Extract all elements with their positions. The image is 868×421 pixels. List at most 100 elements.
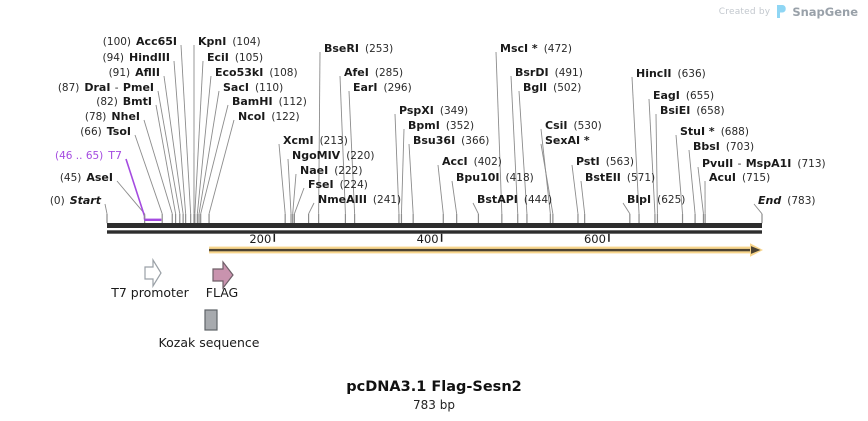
- site-label-name: Bpu10I: [456, 171, 500, 184]
- site-label-name: DraI: [84, 81, 110, 94]
- site-label: (46 .. 65)T7: [55, 149, 122, 162]
- site-label: (66)TsoI: [80, 125, 131, 138]
- site-label-position: (224): [340, 179, 368, 191]
- site-label: PvuII - MspA1I(713): [702, 157, 826, 170]
- site-label: BlpI(625): [627, 193, 685, 206]
- site-label-position: (241): [373, 194, 401, 206]
- leader-line: [401, 128, 405, 214]
- site-label: PspXI(349): [399, 104, 468, 117]
- site-label-name: PmeI: [123, 81, 154, 94]
- site-tick: [577, 213, 579, 224]
- site-label-position: (108): [269, 67, 297, 79]
- site-tick: [477, 213, 480, 224]
- site-label-name: BglI: [523, 81, 547, 94]
- site-label-position: (112): [279, 96, 307, 108]
- site-tick: [182, 213, 184, 224]
- site-label: SexAI *: [545, 134, 590, 147]
- site-label-name: MspA1I: [746, 157, 792, 170]
- leader-line: [394, 113, 400, 214]
- site-label: BseRI(253): [324, 42, 393, 55]
- orf-arrow-bar-core: [209, 248, 752, 252]
- site-label-name: Eco53kI: [215, 66, 263, 79]
- map-title: pcDNA3.1 Flag-Sesn2: [346, 379, 522, 395]
- site-label: (82)BmtI: [96, 95, 152, 108]
- site-label-name: EarI: [353, 81, 377, 94]
- leader-line: [157, 90, 181, 214]
- site-label-name: AccI: [442, 155, 468, 168]
- site-label: NmeAIII(241): [318, 193, 401, 206]
- site-tick: [292, 213, 294, 224]
- site-tick: [308, 213, 310, 224]
- leader-line: [655, 113, 658, 214]
- site-label-position: (655): [686, 90, 714, 102]
- site-label-position: (100): [103, 36, 131, 48]
- site-label-name: AcuI: [709, 171, 736, 184]
- site-label: Bsu36I (366): [413, 134, 489, 147]
- site-label-name: SexAI *: [545, 134, 590, 147]
- site-tick: [194, 213, 196, 224]
- site-tick: [526, 213, 528, 224]
- leader-line: [688, 149, 696, 214]
- leader-line: [518, 90, 528, 214]
- site-tick: [549, 213, 551, 224]
- site-label: XcmI(213): [283, 134, 348, 147]
- leader-line: [697, 166, 704, 214]
- site-label-position: (658): [696, 105, 724, 117]
- site-tick: [171, 213, 173, 224]
- site-label-position: (402): [474, 156, 502, 168]
- site-label-position: (87): [58, 82, 80, 94]
- site-label-name: HincII: [636, 67, 672, 80]
- leader-line: [318, 51, 321, 214]
- leader-line: [173, 60, 187, 214]
- site-tick: [344, 213, 347, 224]
- site-tick: [629, 213, 631, 224]
- site-tick: [584, 213, 586, 224]
- site-label-name: PvuII: [702, 157, 733, 170]
- ruler-tick: [440, 233, 443, 242]
- site-label-position: (713): [797, 158, 825, 170]
- map-title-block: pcDNA3.1 Flag-Sesn2 783 bp: [0, 379, 868, 412]
- site-tick: [400, 213, 403, 224]
- site-tick: [638, 213, 640, 224]
- site-label: Bpu10I(418): [456, 171, 534, 184]
- site-label-name: T7: [107, 149, 122, 162]
- site-label-name: XcmI: [283, 134, 314, 147]
- leader-line: [631, 76, 640, 214]
- feature-rect-glyph: [204, 309, 218, 331]
- site-label-position: (530): [573, 120, 601, 132]
- site-label-name: BseRI: [324, 42, 359, 55]
- ruler-tick-label: 200: [249, 232, 271, 246]
- site-label-name: BsrDI: [515, 66, 549, 79]
- site-label-name: Bsu36I: [413, 134, 455, 147]
- site-tick: [517, 213, 519, 224]
- site-label-name: HindIII: [129, 51, 170, 64]
- site-label-name: BpmI: [408, 119, 440, 132]
- site-label: AccI (402): [442, 155, 502, 168]
- feature-label: FLAG: [206, 285, 238, 300]
- leader-line: [292, 173, 297, 214]
- site-label: (91)AflII: [109, 66, 160, 79]
- leader-line: [287, 158, 292, 214]
- site-tick: [694, 213, 696, 224]
- site-label-position: (366): [461, 135, 489, 147]
- site-tick: [185, 213, 187, 224]
- site-label-position: (105): [235, 52, 263, 64]
- leader-line: [293, 187, 305, 214]
- site-label-position: (0): [50, 195, 65, 207]
- feature-arrow-glyph: [212, 260, 234, 290]
- site-label: CsiI (530): [545, 119, 602, 132]
- site-label-name: CsiI: [545, 119, 567, 132]
- leader-line: [648, 98, 656, 214]
- feature-kozak-sequence: Kozak sequence: [159, 309, 260, 350]
- site-label: NgoMIV(220): [292, 149, 374, 162]
- site-label-position: (715): [742, 172, 770, 184]
- site-label: BamHI(112): [232, 95, 307, 108]
- site-label-position: (45): [60, 172, 82, 184]
- site-label: (0)Start: [50, 194, 102, 207]
- site-label: (100)Acc65I: [103, 35, 177, 48]
- sequence-line-top: [107, 223, 762, 228]
- site-tick: [190, 213, 192, 224]
- leader-line: [622, 202, 631, 215]
- site-label-name: NgoMIV: [292, 149, 341, 162]
